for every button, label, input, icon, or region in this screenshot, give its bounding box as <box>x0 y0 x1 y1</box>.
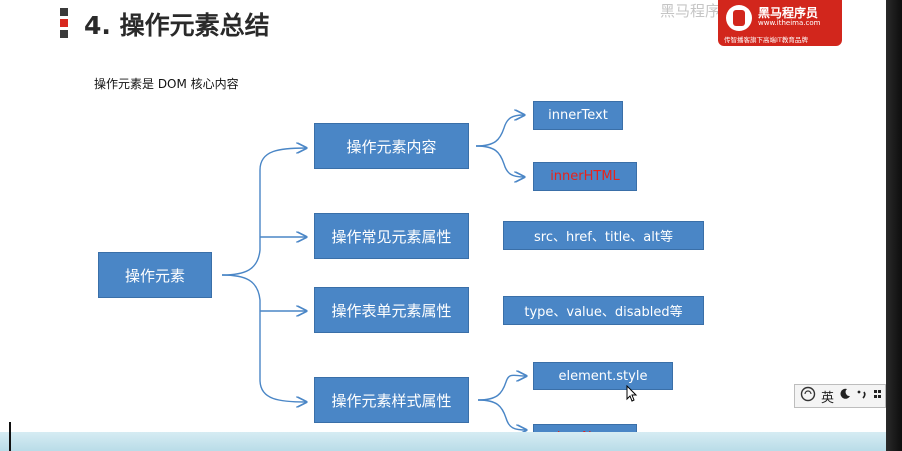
logo-mark-icon <box>726 5 752 31</box>
logo-name: 黑马程序员 <box>758 6 819 20</box>
diagram-node-form-attrs: 操作表单元素属性 <box>314 287 469 333</box>
ime-lang-toggle[interactable]: 英 <box>821 390 835 406</box>
bullet-square <box>60 30 68 38</box>
brand-logo: 黑马程序员 www.itheima.com 传智播客旗下高端IT教育品牌 <box>718 0 842 46</box>
title-bullet-marks <box>60 8 68 41</box>
moon-icon[interactable] <box>839 388 851 404</box>
diagram-node-style-attrs: 操作元素样式属性 <box>314 377 469 423</box>
connector-line <box>221 148 306 276</box>
leaf-innertext: innerText <box>533 101 623 130</box>
text-cursor <box>9 422 11 451</box>
slide-title: 4. 操作元素总结 <box>84 11 270 40</box>
ime-logo-icon[interactable] <box>800 386 816 406</box>
connector-line <box>221 274 306 402</box>
bottom-band <box>0 422 886 451</box>
diagram-node-common-attrs: 操作常见元素属性 <box>314 213 469 259</box>
connector-line <box>477 399 526 430</box>
connector-line <box>475 115 524 147</box>
bullet-square-red <box>60 19 68 27</box>
bullet-square <box>60 8 68 16</box>
punctuation-icon[interactable] <box>856 388 868 404</box>
connector-line <box>475 145 524 177</box>
dots-icon[interactable] <box>873 388 883 404</box>
mouse-pointer-icon <box>626 385 638 402</box>
right-edge-strip <box>886 0 902 451</box>
logo-url: www.itheima.com <box>758 19 821 27</box>
diagram-node-content: 操作元素内容 <box>314 123 469 169</box>
logo-slogan: 传智播客旗下高端IT教育品牌 <box>724 36 808 44</box>
diagram-root-node: 操作元素 <box>98 252 212 298</box>
leaf-form-attrs: type、value、disabled等 <box>503 296 704 325</box>
connector-line <box>477 375 526 401</box>
ime-toolbar[interactable]: 英 <box>794 384 886 408</box>
leaf-innerhtml: innerHTML <box>533 162 637 191</box>
leaf-common-attrs: src、href、title、alt等 <box>503 221 704 250</box>
leaf-element-style: element.style <box>533 362 673 390</box>
slide-subtitle: 操作元素是 DOM 核心内容 <box>94 77 239 91</box>
